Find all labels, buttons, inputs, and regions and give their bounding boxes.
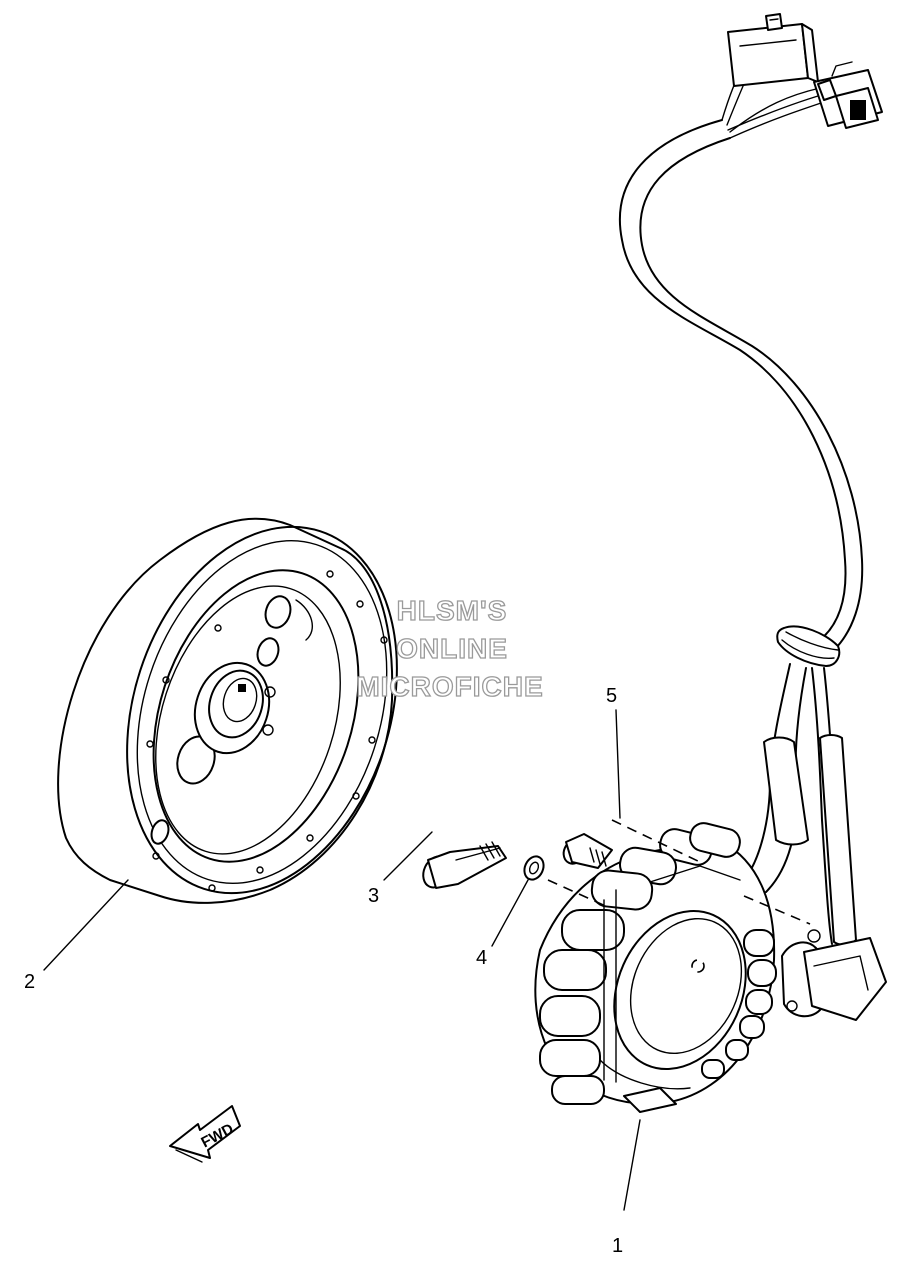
connector-upper	[727, 13, 819, 87]
assembly-lines	[547, 819, 811, 925]
leader-lines	[43, 709, 641, 1211]
callout-4: 4	[476, 947, 487, 969]
stator	[534, 822, 887, 1113]
flywheel-hub	[193, 661, 276, 755]
pickup-coil	[781, 929, 887, 1021]
wire-harness	[618, 61, 864, 946]
bolt-part-3	[422, 841, 507, 889]
fwd-direction-arrow: FWD	[169, 1105, 241, 1163]
callout-5: 5	[606, 685, 617, 707]
watermark: HLSM'S ONLINE MICROFICHE	[356, 594, 544, 702]
callout-2: 2	[24, 971, 35, 993]
watermark-line-1: HLSM'S	[397, 595, 508, 626]
grommet	[776, 625, 841, 667]
watermark-line-2: ONLINE	[396, 633, 508, 664]
callout-3: 3	[368, 885, 379, 907]
bolt-part-5	[562, 833, 613, 869]
rim-holes	[146, 570, 388, 892]
stator-coils	[539, 822, 777, 1105]
flywheel-rotor	[57, 517, 398, 904]
connector-right	[813, 61, 883, 129]
watermark-line-3: MICROFICHE	[356, 671, 543, 702]
callout-1: 1	[612, 1235, 623, 1257]
washer-part-4	[523, 855, 545, 881]
